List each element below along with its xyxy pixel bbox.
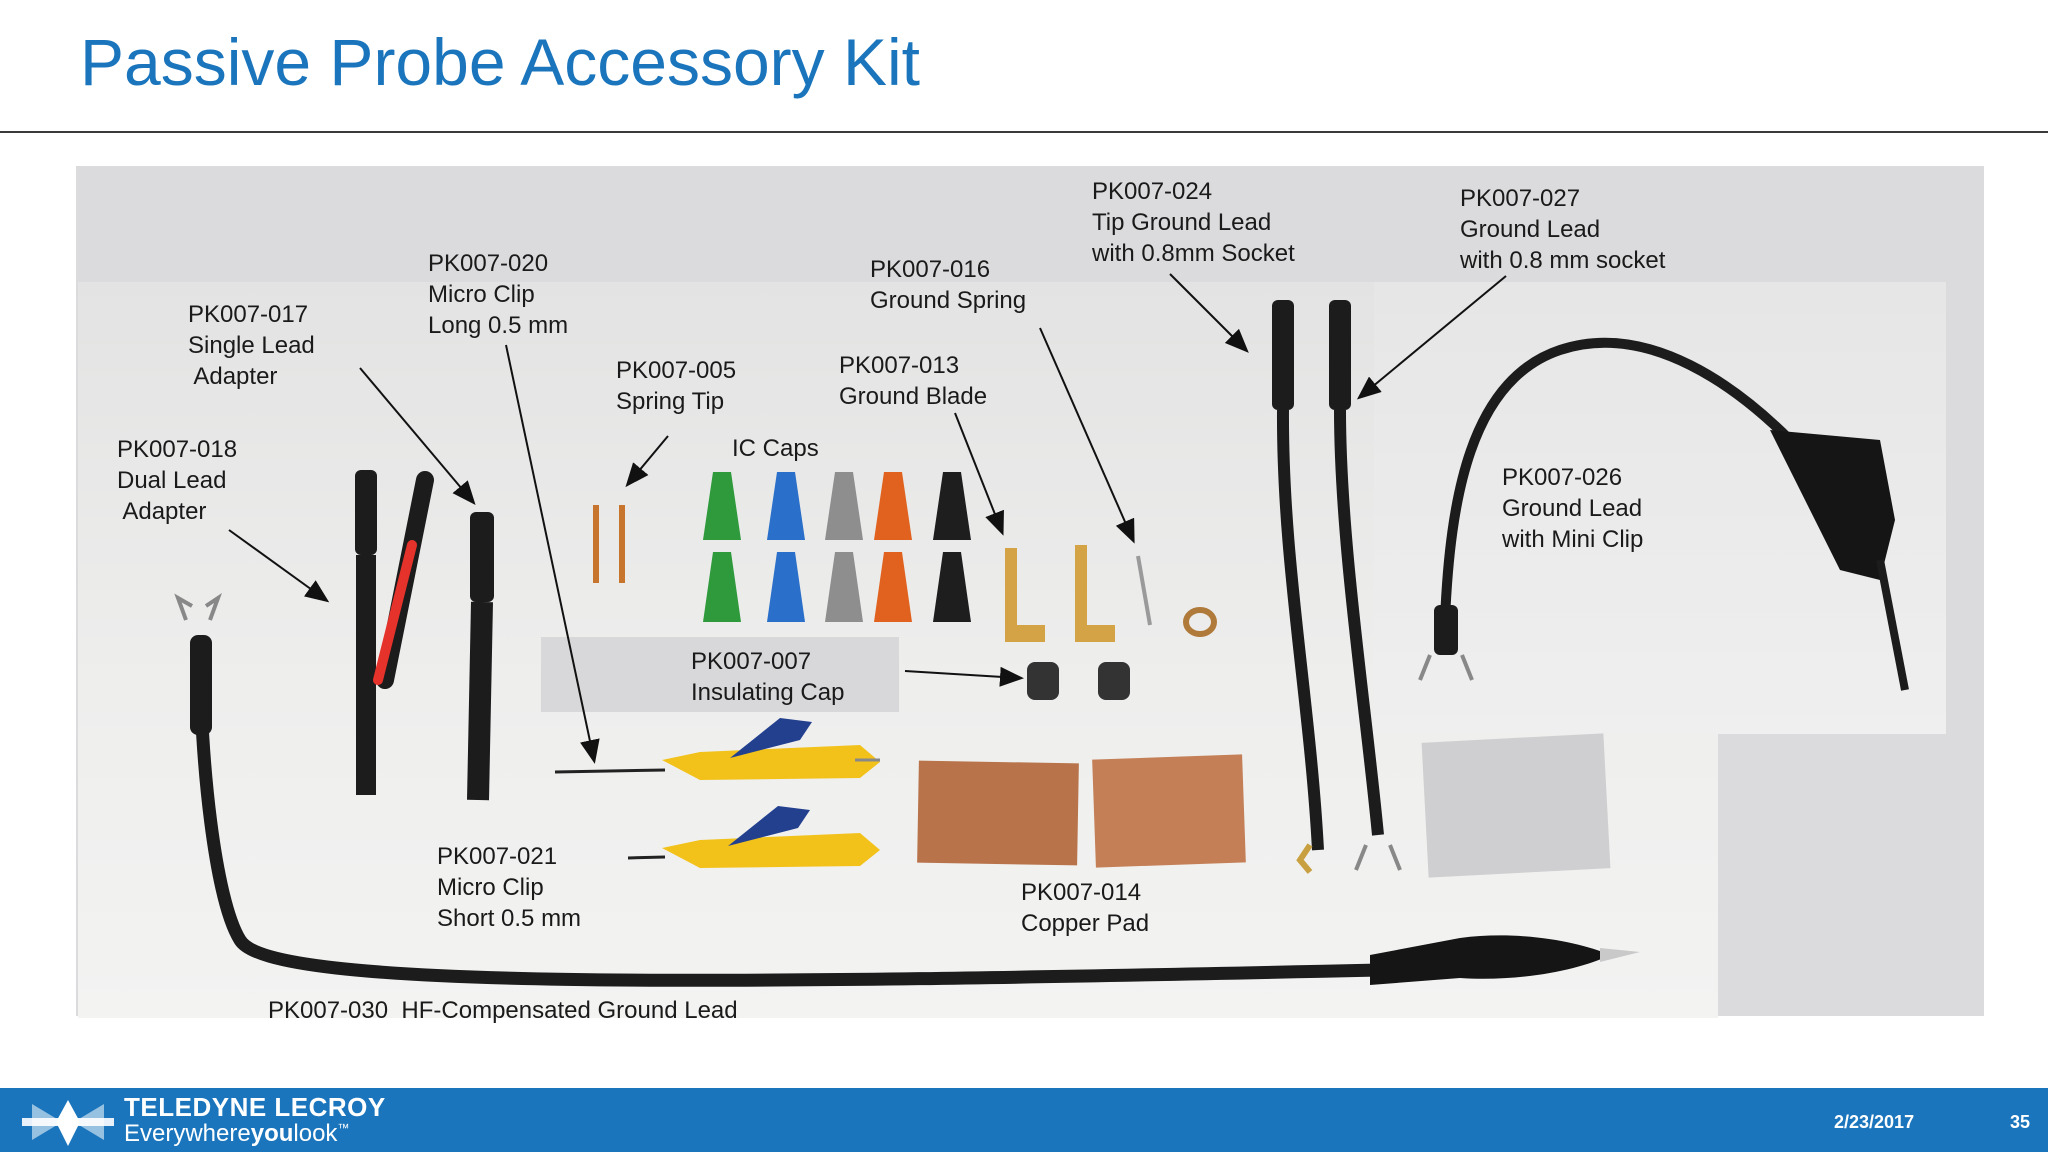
brand-tagline: Everywhereyoulook™	[124, 1120, 349, 1148]
teledyne-logo-icon	[22, 1100, 114, 1146]
callout-arrows	[228, 273, 1507, 764]
callout-pk007-017: PK007-017 Single Lead Adapter	[188, 301, 315, 390]
callout-pk007-018: PK007-018 Dual Lead Adapter	[117, 436, 238, 525]
arrow-pk007-020	[505, 344, 600, 764]
micro-clip-long	[554, 718, 880, 780]
slide-title: Passive Probe Accessory Kit	[80, 25, 921, 99]
page-number: 35	[2010, 1112, 2031, 1132]
callout-pk007-030: PK007-030 HF-Compensated Ground Lead	[268, 997, 738, 1024]
callout-pk007-005: PK007-005 Spring Tip	[616, 357, 737, 415]
ground-lead-mini-clip	[1418, 337, 1909, 691]
callout-pk007-024: PK007-024 Tip Ground Lead with 0.8mm Soc…	[1092, 178, 1295, 267]
insulating-cap-label-background	[541, 637, 899, 712]
slide-date: 2/23/2017	[1834, 1112, 1915, 1132]
callout-pk007-007: PK007-007 Insulating Cap	[691, 648, 845, 706]
brand-name: TELEDYNE LECROY	[124, 1092, 386, 1122]
callout-pk007-026: PK007-026 Ground Lead with Mini Clip	[1502, 464, 1644, 553]
callout-pk007-027: PK007-027 Ground Lead with 0.8 mm socket	[1460, 185, 1666, 274]
tagline-suffix: look	[293, 1120, 338, 1147]
arrow-pk007-027	[1356, 275, 1507, 400]
trademark-symbol: ™	[337, 1121, 350, 1135]
callout-pk007-014: PK007-014 Copper Pad	[1021, 879, 1150, 937]
callout-pk007-016: PK007-016 Ground Spring	[870, 256, 1027, 314]
callout-pk007-020: PK007-020 Micro Clip Long 0.5 mm	[428, 250, 569, 339]
title-divider	[0, 131, 2048, 133]
insulating-caps	[1027, 662, 1130, 700]
ic-caps	[703, 472, 971, 622]
arrow-pk007-007	[904, 666, 1024, 687]
callout-pk007-013: PK007-013 Ground Blade	[839, 352, 988, 410]
ground-lead-socket	[1329, 300, 1402, 871]
tagline-prefix: Everywhere	[124, 1120, 251, 1147]
dual-lead-adapter	[355, 470, 434, 795]
arrow-pk007-005	[625, 435, 669, 488]
ground-spring	[1136, 555, 1217, 637]
spring-tips	[593, 505, 625, 583]
arrow-pk007-013	[954, 412, 1004, 536]
arrow-pk007-024	[1169, 273, 1249, 353]
tagline-emphasis: you	[250, 1120, 294, 1147]
callout-ic-caps: IC Caps	[732, 435, 819, 462]
ground-blades	[1005, 545, 1115, 642]
arrow-pk007-018	[228, 529, 330, 603]
arrow-pk007-016	[1039, 327, 1135, 544]
callout-pk007-021: PK007-021 Micro Clip Short 0.5 mm	[437, 843, 582, 932]
hf-ground-lead	[174, 592, 1640, 987]
single-lead-adapter	[467, 512, 494, 801]
footer-bar	[0, 1088, 2048, 1152]
copper-pads	[917, 754, 1246, 868]
arrow-pk007-017	[359, 367, 476, 506]
micro-clip-short	[627, 806, 880, 868]
tip-ground-lead	[1272, 300, 1324, 874]
